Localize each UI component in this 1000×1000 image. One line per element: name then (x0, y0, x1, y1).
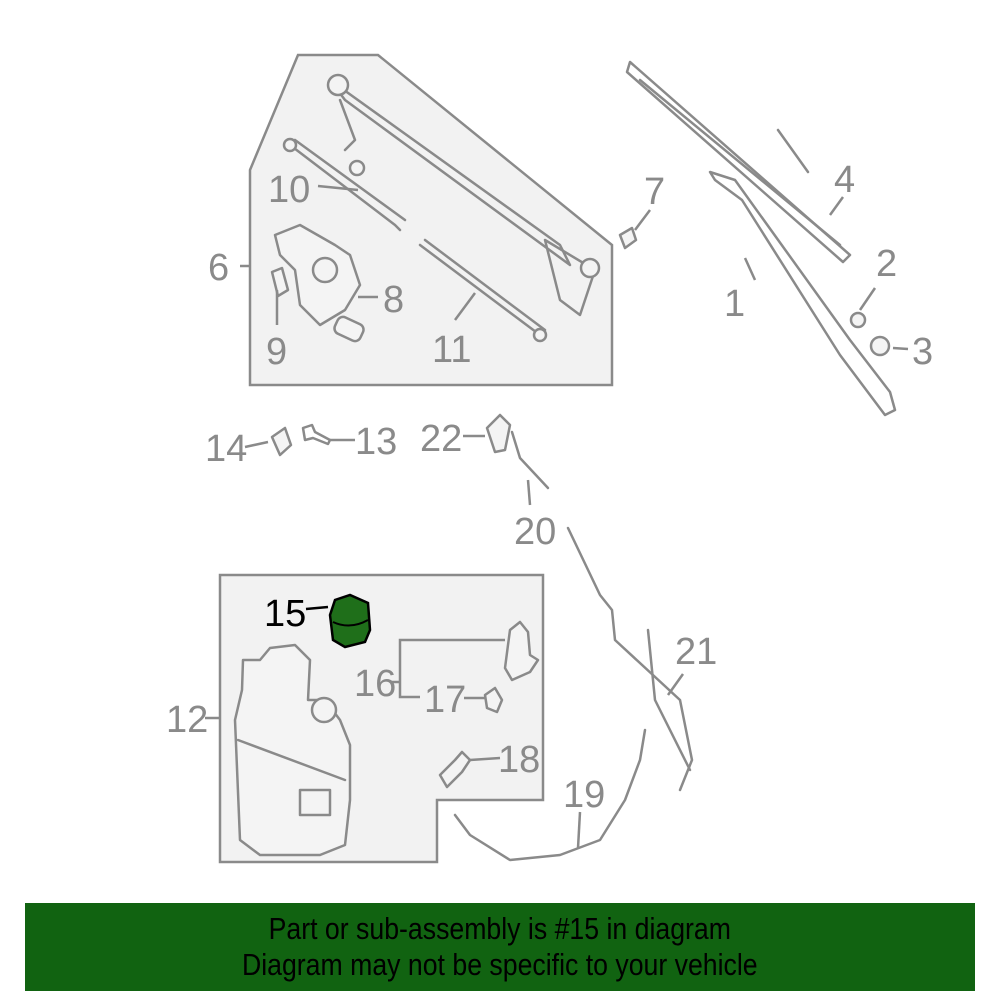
callout-19: 19 (563, 774, 605, 816)
callout-3: 3 (912, 331, 933, 373)
callout-13: 13 (355, 421, 397, 463)
bolt-part (301, 423, 332, 446)
callout-17: 17 (424, 679, 466, 721)
callout-18: 18 (498, 739, 540, 781)
nut-part (270, 426, 293, 457)
callout-21: 21 (675, 631, 717, 673)
callout-14: 14 (205, 428, 247, 470)
callout-labels: 1 2 3 4 6 7 8 9 10 11 12 13 14 15 16 17 … (166, 159, 933, 816)
callout-10: 10 (268, 169, 310, 211)
grommet (483, 686, 504, 714)
callout-9: 9 (266, 331, 287, 373)
callout-4: 4 (834, 159, 855, 201)
reservoir-cap-highlighted (328, 593, 372, 649)
callout-12: 12 (166, 699, 208, 741)
callout-22: 22 (420, 418, 462, 460)
banner-line-1: Part or sub-assembly is #15 in diagram (268, 911, 732, 946)
callout-11: 11 (432, 329, 471, 371)
callout-8: 8 (383, 279, 404, 321)
callout-20: 20 (514, 511, 556, 553)
callout-15: 15 (264, 593, 306, 635)
banner-line-2: Diagram may not be specific to your vehi… (242, 947, 758, 982)
hose-20 (510, 430, 550, 490)
callout-1: 1 (724, 283, 745, 325)
info-banner: Part or sub-assembly is #15 in diagram D… (25, 903, 975, 991)
hose-19b (453, 728, 647, 862)
callout-6: 6 (208, 247, 229, 289)
leader-lines (205, 184, 909, 849)
hose-19 (566, 526, 694, 792)
washer-reservoir (233, 643, 352, 857)
callout-16: 16 (354, 663, 396, 705)
wiper-linkage-panel (248, 53, 614, 387)
washer-pump (503, 620, 540, 682)
nozzle-part (485, 413, 512, 454)
callout-2: 2 (876, 243, 897, 285)
wiper-linkage-assembly (270, 73, 601, 343)
hose-21 (646, 628, 692, 772)
wiper-blade-and-arm (618, 60, 897, 417)
callout-7: 7 (644, 171, 665, 213)
